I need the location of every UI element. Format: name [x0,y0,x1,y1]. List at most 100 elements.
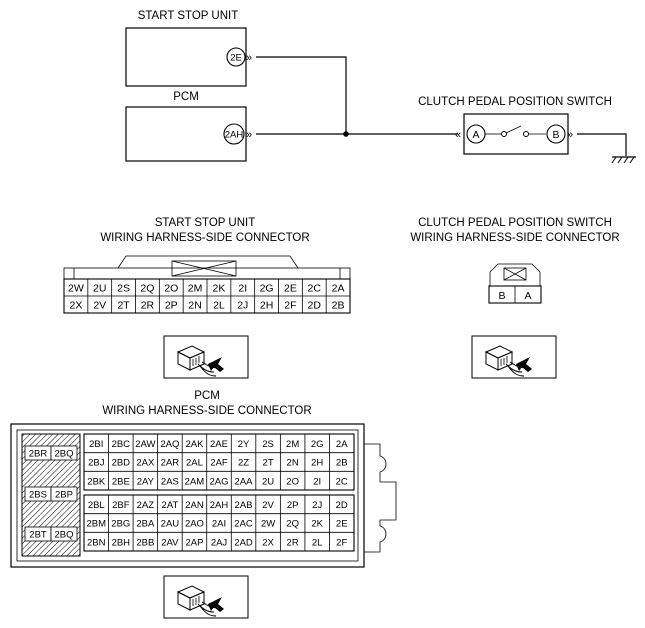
ssu-pin-2u: 2U [93,283,106,295]
pcm-pin-2ay: 2AY [137,476,155,487]
pcm-pin-2bk: 2BK [87,476,106,487]
pcm-pin-2v: 2V [262,500,274,511]
ssu-pin-2a: 2A [332,283,345,295]
pcm-pin-2x: 2X [262,537,274,548]
pcm-pin-2bi: 2BI [89,439,103,450]
connector-plug-with-arrow-icon [163,575,249,619]
ssu-pin-2f: 2F [284,300,296,312]
pcm-pin-2k: 2K [311,519,323,530]
pcm-pin-2q: 2Q [286,519,299,530]
pcm-pin-2am: 2AM [185,476,205,487]
ssu-connector-title-2: WIRING HARNESS-SIDE CONNECTOR [100,232,309,244]
pcm-pin-2bb: 2BB [136,537,154,548]
pcm-pin-2bd: 2BD [112,458,131,469]
switch-blade [505,125,522,134]
pcm-pin-2w: 2W [261,519,275,530]
connector-chevron-icon: » [567,129,573,141]
pcm-pin-2y: 2Y [238,439,250,450]
pcm-pin-2ad: 2AD [234,537,253,548]
pcm-pin-2bn: 2BN [87,537,106,548]
pcm-pin-2t: 2T [263,458,274,469]
pcm-pin-2bg: 2BG [111,519,130,530]
pcm-pin-2as: 2AS [161,476,179,487]
connector-plug-with-arrow-icon [163,335,249,379]
terminal-b [546,124,566,144]
pcm-pin-2av: 2AV [161,537,179,548]
terminal-b-label: B [552,129,559,141]
terminal-2e-label: 2E [230,53,242,64]
pcm-pin-2an: 2AN [185,500,204,511]
pcm-pin-2i: 2I [313,476,321,487]
ssu-pin-2p: 2P [165,300,178,312]
ssu-pin-2b: 2B [332,300,345,312]
clutch-switch-label: CLUTCH PEDAL POSITION SWITCH [418,96,612,108]
ssu-pin-2o: 2O [164,283,178,295]
pcm-pin-2ax: 2AX [136,458,155,469]
pcm-left-pin-2bp: 2BP [55,490,73,501]
pcm-pin-2f: 2F [336,537,347,548]
pcm-left-pin-2bt: 2BT [29,530,47,541]
pcm-pin-2aa: 2AA [235,476,254,487]
pcm-pin-2bl: 2BL [88,500,105,511]
pcm-pin-2ai: 2AI [212,519,226,530]
ssu-pin-2x: 2X [69,300,82,312]
pcm-pin-2ao: 2AO [185,519,204,530]
ssu-pin-2w: 2W [68,283,84,295]
connector-chevron-icon: » [246,129,252,141]
pcm-label: PCM [173,91,199,103]
terminal-2ah-label: 2AH [225,130,244,141]
pcm-pin-2r: 2R [287,537,299,548]
ssu-pin-2s: 2S [117,283,130,295]
pcm-pin-2az: 2AZ [137,500,155,511]
pcm-connector-title-2: WIRING HARNESS-SIDE CONNECTOR [102,405,311,417]
pcm-left-pin-2br: 2BR [29,449,48,460]
connector-chevron-icon: « [455,129,461,141]
pcm-pin-2m: 2M [286,439,299,450]
pcm-pin-2d: 2D [336,500,348,511]
pcm-pin-2bj: 2BJ [88,458,105,469]
pcm-pin-2ag: 2AG [209,476,228,487]
switch-contact [501,131,507,137]
pcm-pin-2bm: 2BM [86,519,106,530]
pcm-pin-2ap: 2AP [185,537,203,548]
connector-plug-with-arrow-icon [471,335,557,379]
pcm-connector-title-1: PCM [194,390,220,402]
pcm-pin-2l: 2L [312,537,323,548]
pcm-pin-2j: 2J [312,500,322,511]
pcm-pin-2bf: 2BF [112,500,130,511]
start-stop-unit-label: START STOP UNIT [138,10,239,22]
splice-point [343,131,349,137]
pcm-pin-2af: 2AF [210,458,228,469]
pcm-pin-2ae: 2AE [210,439,228,450]
ssu-pin-2g: 2G [260,283,274,295]
pcm-pin-2a: 2A [336,439,348,450]
ssu-pin-2h: 2H [260,300,273,312]
ssu-pin-2e: 2E [284,283,297,295]
start-stop-unit-box [125,27,247,87]
pcm-pin-2e: 2E [336,519,348,530]
ssu-pin-2r: 2R [141,300,155,312]
pcm-pin-2h: 2H [311,458,323,469]
wire-ground [577,133,627,156]
pcm-pin-2ah: 2AH [210,500,229,511]
ssu-pin-2m: 2M [188,283,203,295]
pcm-pin-2g: 2G [311,439,324,450]
pcm-pin-2at: 2AT [162,500,179,511]
pcm-pin-2s: 2S [262,439,274,450]
pcm-pin-2bh: 2BH [112,537,131,548]
pcm-pin-2ak: 2AK [185,439,204,450]
ssu-pin-2j: 2J [237,300,248,312]
pcm-left-pin-2bq: 2BQ [54,530,73,541]
pcm-pin-2aj: 2AJ [211,537,228,548]
ssu-connector-title-1: START STOP UNIT [155,217,256,229]
clutch-connector-face [488,263,542,304]
ssu-pin-2n: 2N [188,300,201,312]
ssu-pin-2c: 2C [308,283,322,295]
switch-contact [523,131,529,137]
pcm-pin-2aq: 2AQ [160,439,179,450]
pcm-pin-2al: 2AL [186,458,203,469]
ssu-pin-2k: 2K [212,283,225,295]
terminal-a-label: A [472,129,479,141]
pcm-pin-2u: 2U [262,476,274,487]
pcm-left-pin-2bq: 2BQ [54,449,73,460]
